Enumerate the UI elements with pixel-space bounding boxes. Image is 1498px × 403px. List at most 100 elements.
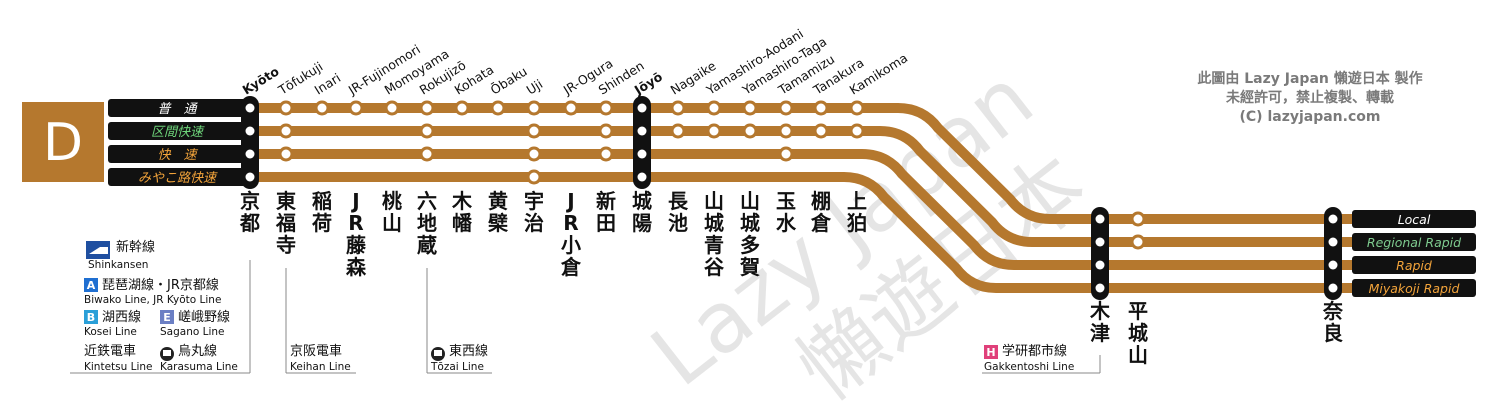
station-stop-dot [526, 146, 542, 162]
station-stop-dot [1095, 260, 1105, 270]
legend-jp: 嵯峨野線 [178, 309, 230, 325]
station-stop-dot [526, 100, 542, 116]
copyright-line-2: 未經許可，禁止複製、轉載 [1226, 90, 1394, 106]
station-stop-dot [563, 100, 579, 116]
line-code-letter: E [163, 311, 171, 324]
station-stop-dot [1130, 234, 1146, 250]
station-stop-dot [598, 100, 614, 116]
station-name-jp-char: 陽 [632, 211, 652, 235]
station-name-jp-char: 賀 [739, 255, 760, 279]
service-label-box [108, 122, 246, 140]
legend-jp: 烏丸線 [178, 343, 217, 359]
station-name-jp-char: 城 [1128, 321, 1148, 345]
station-name-jp-char: 藤 [345, 233, 367, 257]
service-label-box [1352, 279, 1476, 297]
station-stop-dot [598, 146, 614, 162]
station-name-jp-char: 荷 [312, 211, 332, 235]
station-name-jp-char: 城 [632, 189, 652, 213]
line-code-B-icon [84, 310, 98, 324]
station-name-jp-char: 玉 [776, 189, 796, 213]
station-stop-dot [419, 123, 435, 139]
station-stop-dot [1328, 214, 1338, 224]
station-name-en: Kyōto [240, 63, 282, 97]
shinkansen-icon-shape [89, 247, 108, 254]
line-badge-box [22, 102, 104, 182]
line-code-E-icon [160, 310, 174, 324]
legend-jp: 新幹線 [116, 239, 155, 255]
station-name-jp-char: R [348, 211, 363, 235]
transfer-en: Gakkentoshi Line [984, 361, 1074, 373]
track-line [112, 103, 1352, 224]
legend-jp: 近鉄電車 [84, 344, 136, 359]
station-name-jp-char: 幡 [452, 211, 473, 235]
line-code-H-icon [984, 345, 998, 359]
station-name-jp-char: 寺 [276, 233, 296, 257]
station-stop-dot [245, 172, 255, 182]
station-stop-dot [348, 100, 364, 116]
service-label-right: Local [1398, 212, 1431, 227]
station-stop-dot [1328, 260, 1338, 270]
service-label-left: 快 速 [157, 148, 198, 163]
station-stop-dot [384, 100, 400, 116]
station-name-jp-char: 新 [596, 189, 616, 213]
station-name-jp-char: 山 [740, 189, 760, 213]
track-line [112, 172, 1352, 293]
legend-en: Kosei Line [84, 326, 137, 338]
station-name-jp-char: 青 [704, 233, 724, 257]
service-label-right: Miyakoji Rapid [1369, 281, 1460, 296]
station-name-jp-char: 地 [417, 211, 437, 235]
station-stop-dot [526, 169, 542, 185]
station-name-jp-char: J [565, 189, 574, 213]
station-major-bar [633, 96, 651, 189]
station-major-bar [241, 96, 259, 189]
track-lines [112, 103, 1352, 293]
station-stop-dot [1328, 283, 1338, 293]
service-label-left: みやこ路快速 [138, 171, 218, 186]
station-name-jp-char: 桃 [382, 189, 402, 213]
line-badge: D [22, 102, 104, 182]
track-line [112, 149, 1352, 270]
legend-en: Shinkansen [88, 259, 148, 271]
station-name-jp-char: J [350, 189, 359, 213]
station-stop-dot [598, 123, 614, 139]
subway-icon-window [163, 350, 171, 356]
service-label-box [1352, 233, 1476, 251]
station-name-jp-char: 上 [847, 189, 867, 213]
station-stop-dot [278, 100, 294, 116]
station-name-jp-char: 檗 [488, 211, 509, 235]
copyright-notice: 此圖由 Lazy Japan 懶遊日本 製作 未經許可，禁止複製、轉載 (C) … [1140, 70, 1480, 127]
station-stop-dot [419, 146, 435, 162]
station-name-jp-char: 山 [704, 189, 724, 213]
station-major-bar [1091, 207, 1109, 300]
station-name-jp-char: 都 [239, 211, 260, 235]
station-stop-dot [670, 123, 686, 139]
station-stop-dot [1095, 283, 1105, 293]
station-name-jp-char: 稲 [312, 189, 332, 213]
station-name-jp-char: 福 [275, 211, 296, 235]
service-label-box [108, 99, 246, 117]
station-name-jp-char: 水 [776, 211, 797, 235]
station-name-jp-char: 田 [596, 211, 616, 235]
station-stop-dot [245, 149, 255, 159]
copyright-line-1: 此圖由 Lazy Japan 懶遊日本 製作 [1197, 71, 1423, 87]
track-line [112, 126, 1352, 247]
station-stop-dot [1130, 211, 1146, 227]
station-name-jp-char: 多 [740, 233, 760, 257]
station-stop-dot [419, 100, 435, 116]
station-name-en: Ōbaku [488, 64, 530, 98]
station-stop-dot [778, 123, 794, 139]
station-name-jp-char: 良 [1323, 321, 1343, 345]
station-name-jp-char: 六 [417, 189, 437, 213]
line-code-letter: H [986, 346, 995, 359]
station-stop-dot [1095, 237, 1105, 247]
station-stop-dot [314, 100, 330, 116]
legend-en: Sagano Line [160, 326, 225, 338]
service-label-box [1352, 210, 1476, 228]
legend-jp: 湖西線 [102, 309, 141, 325]
legend-jp: 琵琶湖線・JR京都線 [102, 277, 219, 293]
station-name-jp-char: 木 [1089, 299, 1111, 323]
service-label-right: Regional Rapid [1367, 235, 1461, 250]
transfer-jp: 学研都市線 [1002, 343, 1067, 359]
